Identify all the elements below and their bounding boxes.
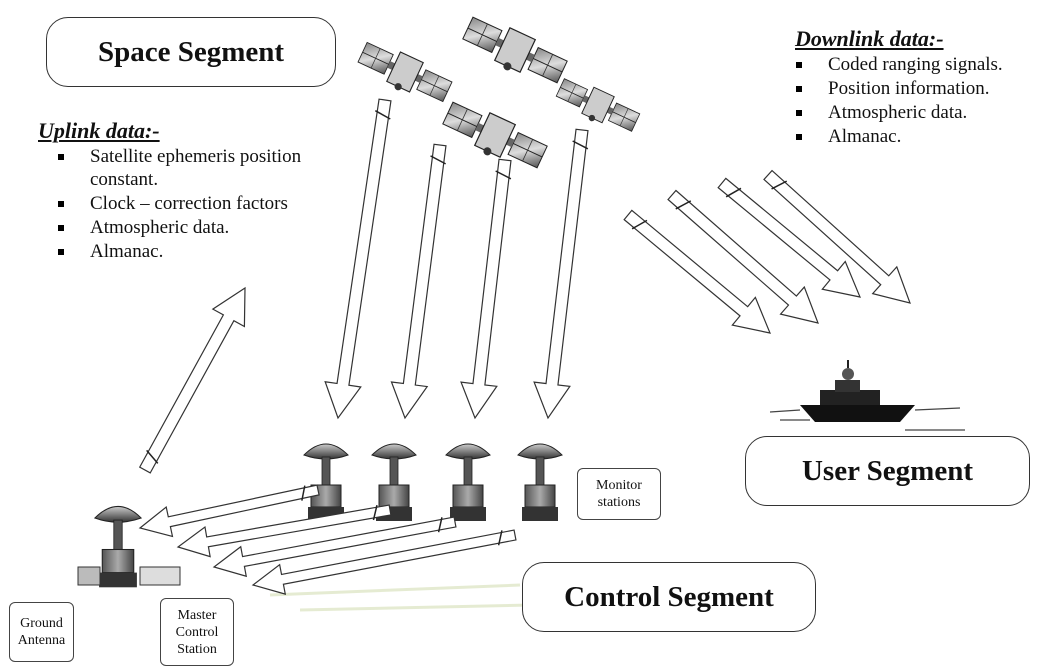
downlink-item: Atmospheric data. <box>790 101 1040 124</box>
user-segment-label: User Segment <box>801 454 973 487</box>
uplink-item: Almanac. <box>52 240 302 263</box>
hollow-arrow-icon <box>763 169 911 304</box>
downlink-heading: Downlink data:- <box>795 26 944 51</box>
ground-antenna-icon <box>77 505 181 588</box>
downlink-list: Coded ranging signals. Position informat… <box>790 53 1040 149</box>
hollow-arrow-icon <box>460 158 512 420</box>
space-segment-label: Space Segment <box>97 35 285 68</box>
downlink-item: Position information. <box>790 77 1040 100</box>
ground-shadow-streaks <box>269 583 531 612</box>
hollow-arrow-icon <box>390 143 447 420</box>
hollow-arrow-icon <box>623 209 771 334</box>
satellite-dish-icon <box>93 505 143 588</box>
satellite-icon <box>442 101 548 169</box>
satellite-dish-icon <box>371 443 417 521</box>
hollow-arrow-icon <box>212 516 457 578</box>
satellite-dish-icon <box>445 443 491 521</box>
satellite-dish-icon <box>517 443 563 521</box>
hollow-arrow-icon <box>138 286 246 474</box>
space-segment-title: Space Segment <box>46 17 336 87</box>
ground-antenna-label: Ground Antenna <box>9 602 74 662</box>
master-control-station-label: Master Control Station <box>160 598 234 666</box>
user-segment-title: User Segment <box>745 436 1030 506</box>
hollow-arrow-icon <box>176 504 392 558</box>
satellite-dish-icon <box>303 443 349 521</box>
uplink-heading: Uplink data:- <box>38 118 160 143</box>
hollow-arrow-icon <box>251 529 517 595</box>
control-segment-label: Control Segment <box>564 580 774 613</box>
satellite-icon <box>555 78 641 132</box>
uplink-item: Clock – correction factors <box>52 192 302 215</box>
hollow-arrow-icon <box>138 484 320 538</box>
hollow-arrow-icon <box>667 189 819 324</box>
satellite-icon <box>462 16 568 84</box>
uplink-list: Satellite ephemeris position constant. C… <box>52 145 302 264</box>
downlink-item: Coded ranging signals. <box>790 53 1040 76</box>
satellite-icon <box>357 41 453 103</box>
ship-icon <box>769 360 965 443</box>
hollow-arrow-icon <box>533 128 589 420</box>
control-segment-title: Control Segment <box>522 562 816 632</box>
hollow-arrow-icon <box>717 177 861 298</box>
monitor-stations-label: Monitor stations <box>577 468 661 520</box>
uplink-item: Satellite ephemeris position constant. <box>52 145 302 191</box>
hollow-arrow-icon <box>324 98 392 420</box>
monitor-station-dishes <box>303 443 563 521</box>
satellites <box>357 16 641 169</box>
signal-arrows <box>138 98 911 595</box>
uplink-item: Atmospheric data. <box>52 216 302 239</box>
downlink-item: Almanac. <box>790 125 1040 148</box>
